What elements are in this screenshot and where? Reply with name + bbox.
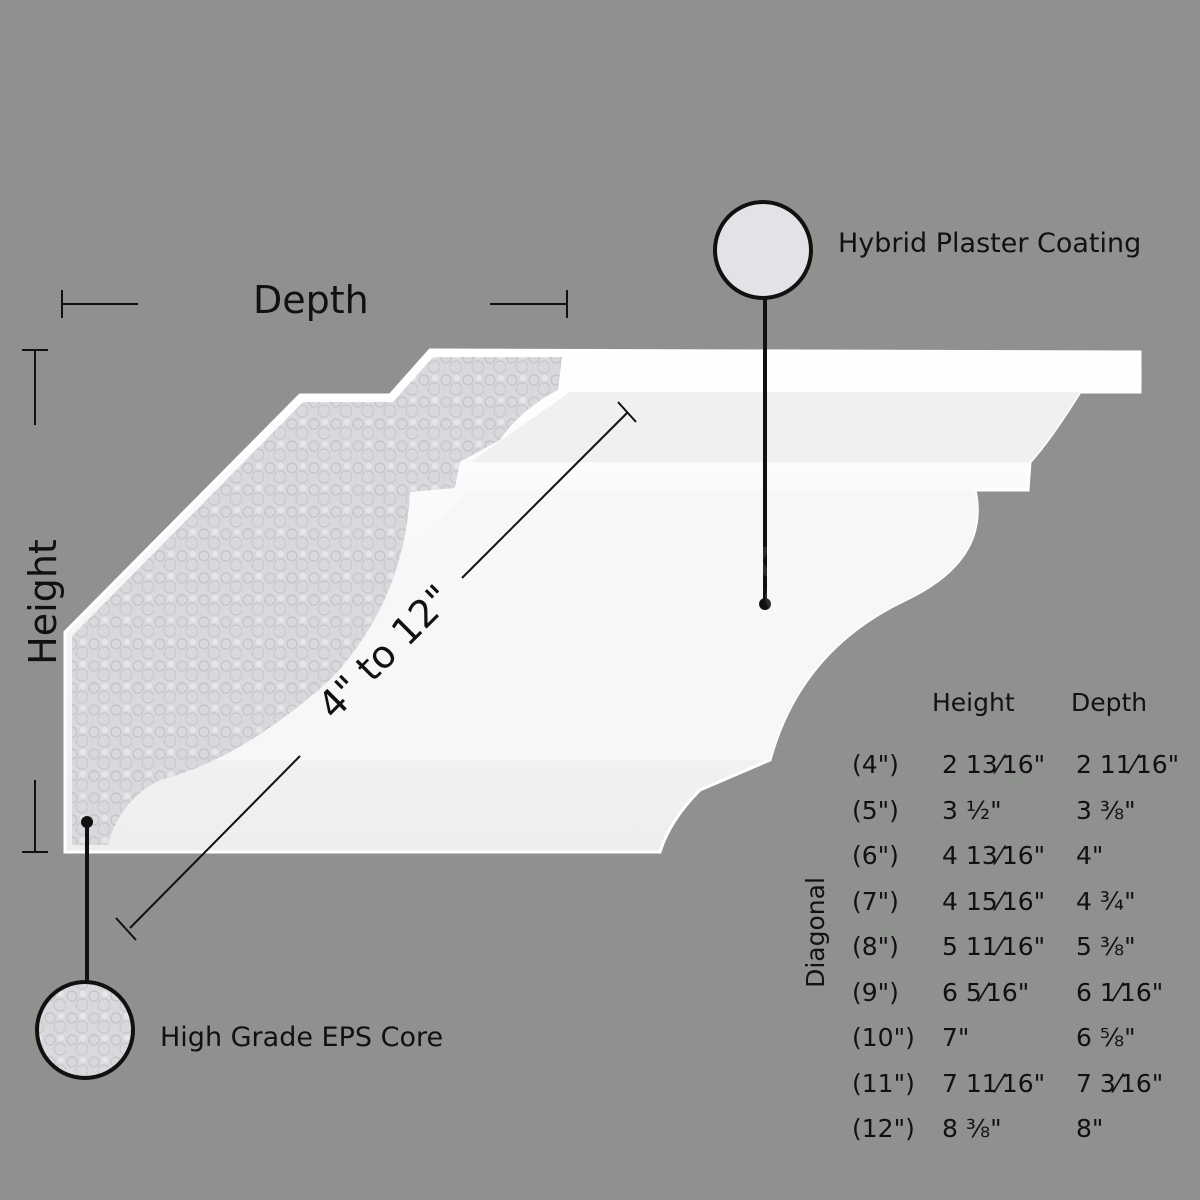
- table-header-depth: Depth: [1071, 688, 1148, 717]
- table-cell-diagonal: (12"): [852, 1114, 915, 1143]
- table-cell-diagonal: (5"): [852, 795, 899, 825]
- table-cell-depth: 6 ⅝": [1076, 1023, 1136, 1052]
- table-cell-diagonal: (9"): [852, 977, 899, 1007]
- table-cell-height: 2 13⁄16": [942, 750, 1046, 779]
- table-cell-height: 7": [942, 1023, 970, 1052]
- coating-label: Hybrid Plaster Coating: [838, 228, 1142, 259]
- table-cell-depth: 4 ¾": [1076, 886, 1136, 916]
- table-cell-height: 7 11⁄16": [942, 1068, 1046, 1098]
- core-label: High Grade EPS Core: [160, 1022, 444, 1053]
- eps-core-section: [72, 357, 562, 845]
- diagonal-axis-label: Diagonal: [800, 877, 830, 988]
- table-cell-depth: 8": [1076, 1114, 1104, 1143]
- table-cell-depth: 6 1⁄16": [1076, 977, 1164, 1007]
- depth-label: Depth: [253, 278, 369, 322]
- table-cell-height: 3 ½": [942, 795, 1002, 825]
- table-cell-diagonal: (4"): [852, 750, 899, 779]
- dimension-lines: [22, 290, 637, 941]
- core-callout: [35, 816, 135, 1080]
- table-cell-depth: 5 ⅜": [1076, 932, 1136, 961]
- table-cell-diagonal: (6"): [852, 841, 899, 870]
- table-cell-depth: 4": [1076, 841, 1104, 870]
- table-cell-height: 4 15⁄16": [942, 886, 1046, 916]
- table-cell-height: 4 13⁄16": [942, 841, 1046, 870]
- table-cell-depth: 2 11⁄16": [1076, 750, 1180, 779]
- table-cell-diagonal: (10"): [852, 1023, 915, 1052]
- table-cell-height: 6 5⁄16": [942, 977, 1030, 1007]
- table-header-height: Height: [932, 688, 1015, 717]
- table-cell-height: 8 ⅜": [942, 1114, 1002, 1143]
- table-cell-height: 5 11⁄16": [942, 932, 1046, 961]
- table-cell-depth: 7 3⁄16": [1076, 1068, 1164, 1098]
- table-cell-depth: 3 ⅜": [1076, 795, 1136, 825]
- table-cell-diagonal: (11"): [852, 1068, 915, 1098]
- height-label: Height: [20, 539, 65, 665]
- table-cell-diagonal: (7"): [852, 886, 899, 916]
- table-cell-diagonal: (8"): [852, 932, 899, 961]
- coating-callout: [713, 200, 813, 610]
